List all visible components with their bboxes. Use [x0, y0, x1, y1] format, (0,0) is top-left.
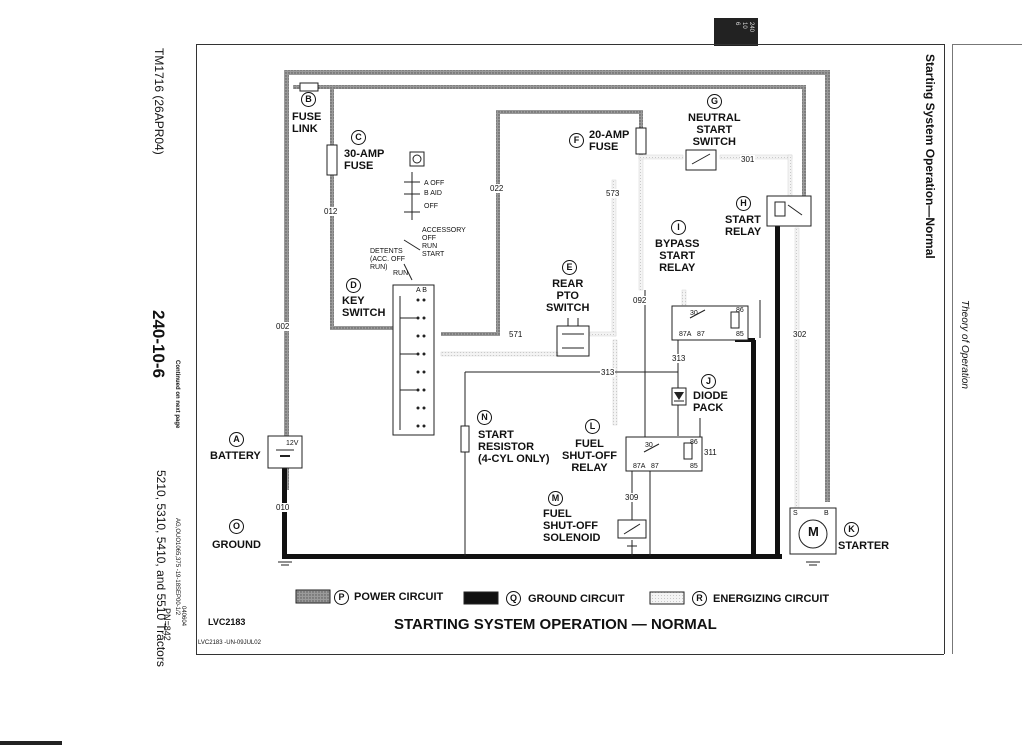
label-battery: BATTERY [210, 450, 261, 462]
frame-bottom [196, 654, 944, 655]
marker-j: J [701, 374, 716, 389]
section-tab: 240 10 6 [714, 18, 758, 46]
legend-marker-q: Q [506, 591, 521, 606]
wire-010: 010 [275, 503, 291, 512]
ground-symbols [278, 545, 820, 566]
pto-switch-symbol [556, 318, 590, 357]
diagram-title: STARTING SYSTEM OPERATION — NORMAL [394, 616, 717, 633]
wire-002: 002 [275, 322, 291, 331]
frame-right-top [952, 44, 1022, 45]
legend-marker-r: R [692, 591, 707, 606]
wire-309: 302 [792, 330, 808, 339]
thin-wires [464, 290, 761, 556]
marker-f: F [569, 133, 584, 148]
key-label-run-close: RUN) [370, 264, 388, 271]
wire-092: 092 [632, 296, 648, 305]
wire-313-a: 313 [600, 368, 616, 377]
key-label-off-2: OFF [422, 235, 436, 242]
label-starter: STARTER [838, 540, 890, 552]
marker-o: O [229, 519, 244, 534]
frame-right-outer [952, 44, 953, 654]
label-30-amp-fuse: 30-AMP FUSE [344, 148, 385, 172]
wire-573: 573 [605, 189, 621, 198]
legend-marker-p: P [334, 590, 349, 605]
frame-top [196, 44, 944, 45]
key-label-a-off: A OFF [424, 180, 445, 187]
battery-voltage: 12V [286, 440, 299, 447]
label-start-relay: START RELAY [725, 214, 762, 238]
label-rear-pto-switch: REAR PTO SWITCH [546, 278, 590, 314]
label-start-resistor: START RESISTOR (4-CYL ONLY) [478, 429, 550, 465]
fuel-pin-87a: 87A [633, 463, 646, 470]
label-fuse-link: FUSE LINK [292, 111, 322, 135]
key-label-ab: A B [416, 287, 427, 294]
legend-power-circuit: POWER CIRCUIT [354, 591, 444, 603]
wire-301: 301 [740, 155, 756, 164]
label-fuel-shutoff-relay: FUEL SHUT-OFF RELAY [562, 438, 617, 474]
marker-e: E [562, 260, 577, 275]
frame-left [196, 44, 197, 654]
starter-terminal-b: B [824, 510, 829, 517]
wire-022: 022 [489, 184, 505, 193]
key-label-detents: DETENTS [370, 248, 403, 255]
marker-b: B [301, 92, 316, 107]
key-label-run: RUN [422, 243, 438, 250]
bypass-pin-86: 86 [736, 307, 744, 314]
bypass-pin-30: 30 [690, 310, 698, 317]
legend-ground-circuit: GROUND CIRCUIT [528, 593, 625, 605]
marker-k: K [844, 522, 859, 537]
label-diode-pack: DIODE PACK [693, 390, 728, 414]
wire-012: 012 [323, 207, 339, 216]
starter-terminal-s: S [793, 510, 798, 517]
marker-a: A [229, 432, 244, 447]
marker-l: L [585, 419, 600, 434]
scan-edge [0, 741, 62, 745]
marker-m: M [548, 491, 563, 506]
fuel-pin-30: 30 [645, 442, 653, 449]
label-key-switch: KEY SWITCH [342, 295, 386, 319]
key-label-acc-off: (ACC. OFF [370, 256, 405, 263]
wire-571: 571 [508, 330, 524, 339]
key-switch-symbol [403, 151, 425, 281]
marker-c: C [351, 130, 366, 145]
bypass-pin-87a: 87A [679, 331, 692, 338]
label-ground: GROUND [212, 539, 261, 551]
wire-313-b: 313 [671, 354, 687, 363]
marker-n: N [477, 410, 492, 425]
key-label-off: OFF [424, 203, 438, 210]
bypass-pin-85: 85 [736, 331, 744, 338]
marker-i: I [671, 220, 686, 235]
lvc-code-left: LVC2183 [208, 617, 246, 627]
marker-d: D [346, 278, 361, 293]
energizing-circuit [440, 154, 800, 509]
label-20-amp-fuse: 20-AMP FUSE [589, 129, 630, 153]
key-label-accessory: ACCESSORY [422, 227, 466, 234]
label-neutral-start-switch: NEUTRAL START SWITCH [688, 112, 741, 148]
bypass-pin-87: 87 [697, 331, 705, 338]
marker-g: G [707, 94, 722, 109]
fuel-pin-85: 85 [690, 463, 698, 470]
label-fuel-shutoff-solenoid: FUEL SHUT-OFF SOLENOID [543, 508, 601, 544]
wire-311: 311 [703, 448, 718, 457]
legend-swatch-energizing [649, 591, 685, 605]
fuel-pin-86: 86 [690, 439, 698, 446]
key-label-run-2: RUN [393, 270, 409, 277]
legend-swatch-ground [463, 591, 499, 605]
lvc-code-bottom: LVC2183 -UN-09JUL02 [198, 640, 261, 646]
wire-302: 309 [624, 493, 640, 502]
starter-motor-symbol: M [808, 524, 819, 539]
key-label-b-aid: B AID [424, 190, 442, 197]
legend-swatch-power [295, 589, 331, 604]
label-bypass-start-relay: BYPASS START RELAY [655, 238, 700, 274]
marker-h: H [736, 196, 751, 211]
legend-energizing-circuit: ENERGIZING CIRCUIT [713, 593, 830, 605]
key-label-start: START [422, 251, 445, 258]
frame-right [944, 44, 945, 654]
fuel-pin-87: 87 [651, 463, 659, 470]
